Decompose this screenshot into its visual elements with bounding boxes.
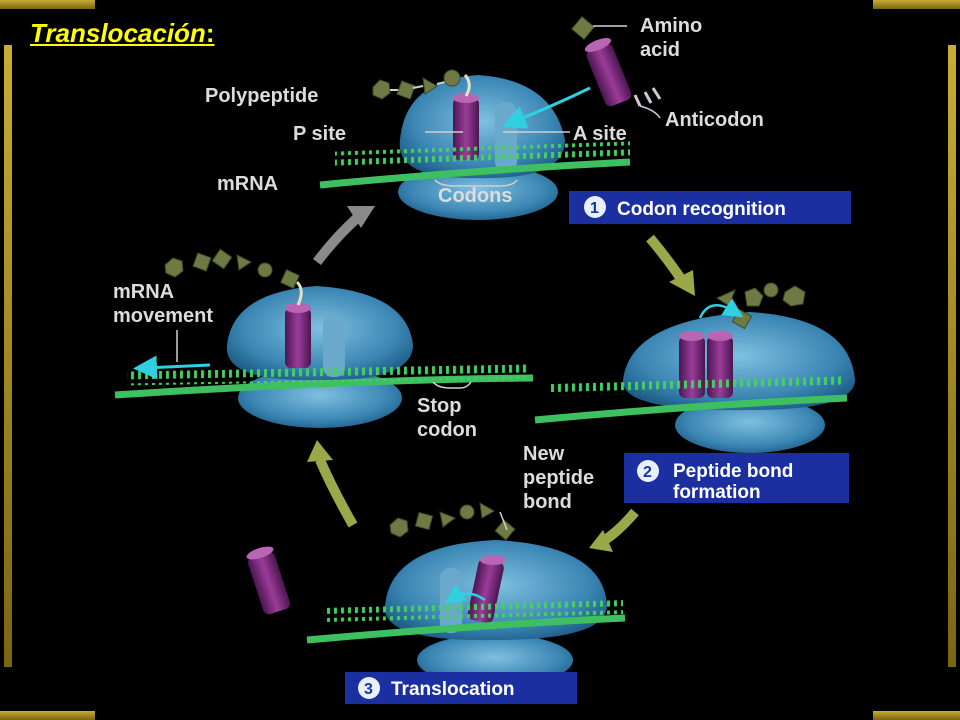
cycle-arrow-1-to-2 [646, 234, 695, 296]
step-3-label: Translocation [391, 679, 515, 700]
label-amino-acid-1: Amino [640, 15, 702, 37]
step-1-label: Codon recognition [617, 199, 786, 220]
cyan-arrow-movement [133, 355, 211, 380]
mrna-strand-1 [319, 141, 631, 189]
new-bond-leader [499, 511, 508, 531]
mrna-strand-4 [114, 364, 534, 399]
label-p-site: P site [293, 123, 346, 145]
step-1-box: 1 Codon recognition [569, 191, 851, 224]
cycle-arrow-3-to-4 [307, 440, 358, 528]
label-new-peptide-bond-2: peptide [523, 467, 594, 489]
label-a-site: A site [573, 123, 627, 145]
step-2-label-line2: formation [673, 482, 761, 503]
trna-exiting [246, 546, 291, 615]
frame-right [948, 45, 956, 667]
slide-title-colon: : [205, 18, 215, 48]
cyan-arrow-entry [501, 86, 591, 129]
mrna-strand-2 [534, 374, 848, 424]
label-mrna-movement-2: movement [113, 305, 213, 327]
label-anticodon: Anticodon [665, 109, 764, 131]
frame-left [4, 45, 12, 667]
step-3-box: 3 Translocation [345, 672, 577, 704]
slide-title: Translocación: [30, 18, 214, 49]
cycle-arrow-2-to-3 [589, 508, 639, 552]
polypeptide-chain-1 [372, 69, 461, 100]
ribosome-4 [226, 286, 413, 428]
label-new-peptide-bond-3: bond [523, 491, 572, 513]
polypeptide-chain-4 [164, 248, 300, 289]
label-mrna-movement-1: mRNA [113, 281, 174, 303]
label-amino-acid-2: acid [640, 39, 680, 61]
label-mrna: mRNA [217, 173, 278, 195]
stop-codon-bracket [432, 381, 472, 389]
mrna-strand-3 [306, 600, 626, 644]
polypeptide-chain-2 [698, 282, 806, 330]
step-2-label-line1: Peptide bond [673, 461, 793, 482]
polypeptide-chain-3 [389, 502, 516, 541]
cycle-arrow-4-to-1 [313, 206, 375, 266]
label-codons: Codons [438, 185, 512, 207]
label-stop-codon-1: Stop [417, 395, 461, 417]
trna-p-site [453, 74, 479, 160]
step-2-box: 2 Peptide bond formation [624, 453, 849, 503]
step-1-number: 1 [590, 200, 599, 217]
trna-incoming [571, 16, 662, 107]
diagram-canvas: Amino acid Polypeptide P site A site Ant… [113, 15, 855, 704]
label-stop-codon-2: codon [417, 419, 477, 441]
leader-lines [425, 25, 661, 187]
label-new-peptide-bond-1: New [523, 443, 565, 465]
label-polypeptide: Polypeptide [205, 85, 318, 107]
step-2-number: 2 [643, 464, 652, 481]
slide-title-text: Translocación [30, 18, 206, 48]
step-3-number: 3 [364, 681, 373, 698]
translation-diagram: Amino acid Polypeptide P site A site Ant… [95, 0, 873, 720]
trna-left [285, 280, 311, 368]
